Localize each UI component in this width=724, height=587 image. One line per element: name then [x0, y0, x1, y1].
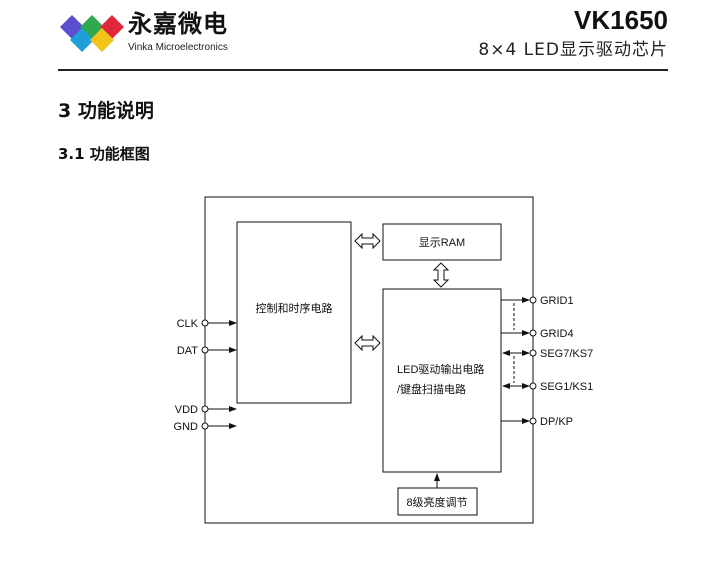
pin-dat: DAT: [177, 345, 237, 357]
brand-name: 永嘉微电: [128, 10, 228, 38]
pin-gnd: GND: [174, 421, 237, 433]
brand-name-en: Vinka Microelectronics: [128, 42, 228, 53]
document-id: VK1650: [574, 5, 668, 35]
pin-vdd: VDD: [175, 404, 237, 416]
pin-dpkp: DP/KP: [501, 416, 573, 428]
led-driver-label-1: LED驱动输出电路: [397, 362, 484, 376]
led-driver-block: [382, 288, 502, 473]
pin-grid4: GRID4: [501, 328, 574, 340]
svg-text:SEG7/KS7: SEG7/KS7: [540, 348, 593, 360]
pin-grid1: GRID1: [501, 295, 574, 307]
chip-outline: [204, 196, 534, 524]
document-subtitle: 8×4 LED显示驱动芯片: [478, 40, 668, 60]
led-driver-label-2: /键盘扫描电路: [397, 382, 466, 396]
vinka-logo: [60, 15, 124, 52]
ram-block-label: 显示RAM: [419, 236, 465, 249]
pin-seg7: SEG7/KS7: [502, 348, 593, 360]
svg-text:GRID4: GRID4: [540, 328, 574, 340]
svg-text:SEG1/KS1: SEG1/KS1: [540, 381, 593, 393]
section-title: 3 功能说明: [58, 100, 154, 122]
pin-clk: CLK: [177, 318, 237, 330]
control-block-label: 控制和时序电路: [256, 301, 333, 315]
bus-arrow-ram: [354, 232, 381, 250]
subsection-title: 3.1 功能框图: [58, 145, 150, 163]
svg-text:DAT: DAT: [177, 345, 198, 357]
svg-text:GND: GND: [174, 421, 199, 433]
bus-arrow-led: [354, 334, 381, 352]
brightness-block-label: 8级亮度调节: [406, 495, 467, 509]
ram-block: [382, 223, 502, 261]
svg-text:DP/KP: DP/KP: [540, 416, 573, 428]
svg-text:CLK: CLK: [177, 318, 199, 330]
svg-text:VDD: VDD: [175, 404, 198, 416]
control-block: [236, 221, 352, 404]
header-divider: [58, 69, 668, 71]
bus-arrow-ram-led: [432, 262, 450, 288]
svg-text:GRID1: GRID1: [540, 295, 574, 307]
pin-seg1: SEG1/KS1: [502, 381, 593, 393]
